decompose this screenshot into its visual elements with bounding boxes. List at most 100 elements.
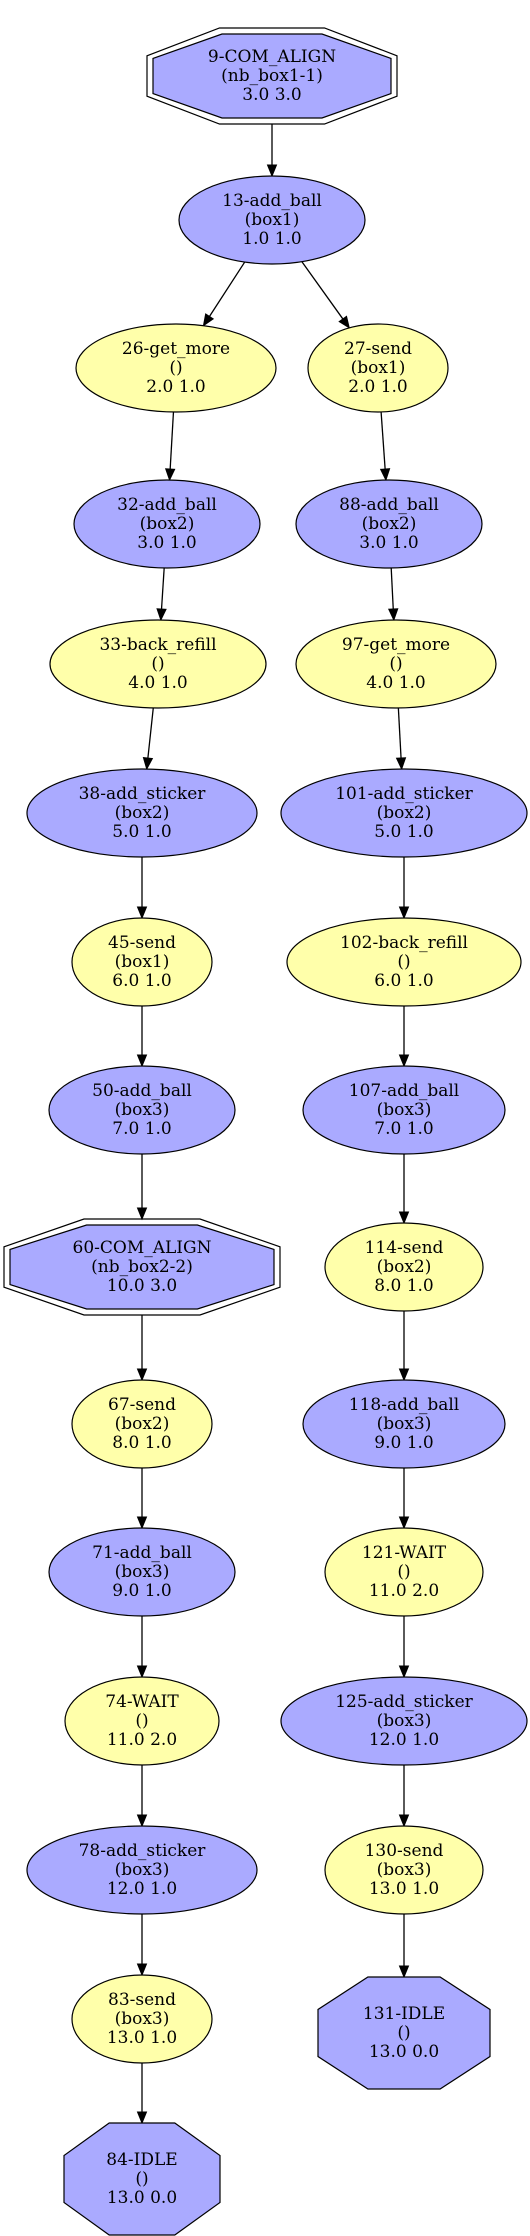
edge-line <box>397 707 402 759</box>
node-label-line-2: (box1) <box>351 358 406 378</box>
node-ellipse <box>280 1676 528 1766</box>
node-label-line-3: 13.0 0.0 <box>369 2042 439 2062</box>
node-n45: 45-send(box1)6.0 1.0 <box>71 917 213 1007</box>
node-n78: 78-add_sticker(box3)12.0 1.0 <box>26 1825 258 1915</box>
node-n50: 50-add_ball(box3)7.0 1.0 <box>48 1065 236 1155</box>
node-n88: 88-add_ball(box2)3.0 1.0 <box>295 479 483 569</box>
node-n118: 118-add_ball(box3)9.0 1.0 <box>302 1379 506 1469</box>
node-label-line-1: 118-add_ball <box>349 1395 459 1415</box>
node-label-line-3: 3.0 1.0 <box>137 533 196 553</box>
node-label-line-2: (box2) <box>115 1414 170 1434</box>
edge-line <box>380 411 386 470</box>
node-octagon-inner <box>9 1224 275 1310</box>
node-label-line-1: 26-get_more <box>122 339 230 359</box>
edge-n33-to-n38 <box>142 707 154 771</box>
node-label-line-3: 11.0 2.0 <box>369 1581 439 1601</box>
arrow-head <box>142 757 154 771</box>
arrow-head <box>266 164 278 178</box>
node-n74: 74-WAIT()11.0 2.0 <box>64 1676 220 1766</box>
node-label-line-2: () <box>135 2169 148 2189</box>
node-label-line-2: (box1) <box>115 952 170 972</box>
node-label-line-1: 83-send <box>108 1990 176 2010</box>
node-label-line-3: 13.0 1.0 <box>107 2028 177 2048</box>
edge-n102-to-n107 <box>398 1006 410 1068</box>
node-label-line-1: 9-COM_ALIGN <box>208 47 336 67</box>
node-ellipse <box>49 619 267 709</box>
node-label-line-1: 38-add_sticker <box>79 784 207 804</box>
edge-n27-to-n88 <box>379 411 391 482</box>
edge-n13-to-n27 <box>301 261 351 329</box>
edge-n45-to-n50 <box>136 1006 148 1068</box>
node-label-line-1: 45-send <box>108 933 176 953</box>
arrow-head <box>136 1054 148 1068</box>
node-label-line-1: 32-add_ball <box>117 495 217 515</box>
arrow-head <box>136 1368 148 1382</box>
node-label-line-2: (box3) <box>377 1100 432 1120</box>
node-label-line-1: 71-add_ball <box>92 1543 192 1563</box>
arrow-head <box>338 315 351 329</box>
arrow-head <box>398 1211 410 1225</box>
arrow-head <box>398 1368 410 1382</box>
node-label-line-2: (box3) <box>115 1860 170 1880</box>
edge-n97-to-n101 <box>395 707 407 771</box>
node-label-line-3: 1.0 1.0 <box>242 229 301 249</box>
node-label-line-2: () <box>397 1562 410 1582</box>
node-label-line-1: 84-IDLE <box>106 2150 177 2170</box>
edges-layer <box>136 124 410 2125</box>
node-octagon-outer <box>146 27 398 125</box>
arrow-head <box>379 468 391 482</box>
node-label-line-2: (nb_box1-1) <box>221 66 323 86</box>
node-n33: 33-back_refill()4.0 1.0 <box>49 619 267 709</box>
arrow-head <box>398 1814 410 1828</box>
node-label-line-1: 27-send <box>344 339 412 359</box>
node-label-line-1: 125-add_sticker <box>335 1692 473 1712</box>
edge-n71-to-n74 <box>136 1616 148 1679</box>
nodes-layer: 9-COM_ALIGN(nb_box1-1)3.0 3.013-add_ball… <box>3 27 528 2236</box>
node-label-line-2: (box3) <box>377 1711 432 1731</box>
node-ellipse <box>295 479 483 569</box>
node-label-line-3: 3.0 1.0 <box>359 533 418 553</box>
node-ellipse <box>26 1825 258 1915</box>
edge-line <box>147 707 154 759</box>
arrow-head <box>136 1516 148 1530</box>
node-label-line-3: 12.0 1.0 <box>107 1879 177 1899</box>
node-label-line-2: (box3) <box>115 2009 170 2029</box>
node-n84: 84-IDLE()13.0 0.0 <box>63 2122 221 2236</box>
node-label-line-1: 131-IDLE <box>363 2004 445 2024</box>
node-ellipse <box>280 768 528 858</box>
node-label-line-2: (box3) <box>115 1562 170 1582</box>
node-label-line-3: 8.0 1.0 <box>374 1276 433 1296</box>
arrow-head <box>136 1814 148 1828</box>
arrow-head <box>398 906 410 920</box>
node-n107: 107-add_ball(box3)7.0 1.0 <box>302 1065 506 1155</box>
node-ellipse <box>64 1676 220 1766</box>
edge-n32-to-n33 <box>156 567 167 622</box>
node-n26: 26-get_more()2.0 1.0 <box>75 323 277 413</box>
edge-n88-to-n97 <box>387 567 399 622</box>
edge-n74-to-n78 <box>136 1765 148 1828</box>
node-label-line-3: 7.0 1.0 <box>112 1119 171 1139</box>
arrow-head <box>136 1207 148 1221</box>
node-label-line-3: 8.0 1.0 <box>112 1433 171 1453</box>
node-label-line-3: 10.0 3.0 <box>107 1276 177 1296</box>
node-label-line-1: 60-COM_ALIGN <box>73 1238 212 1258</box>
edge-n118-to-n121 <box>398 1468 410 1530</box>
node-ellipse <box>75 323 277 413</box>
node-n38: 38-add_sticker(box2)5.0 1.0 <box>26 768 258 858</box>
node-ellipse <box>71 1974 213 2064</box>
node-label-line-3: 7.0 1.0 <box>374 1119 433 1139</box>
node-label-line-3: 4.0 1.0 <box>128 673 187 693</box>
node-label-line-3: 6.0 1.0 <box>374 971 433 991</box>
edge-n101-to-n102 <box>398 857 410 920</box>
node-label-line-3: 9.0 1.0 <box>374 1433 433 1453</box>
node-ellipse <box>286 917 522 1007</box>
node-ellipse <box>302 1379 506 1469</box>
node-label-line-1: 50-add_ball <box>92 1081 192 1101</box>
node-n97: 97-get_more()4.0 1.0 <box>295 619 497 709</box>
node-label-line-3: 6.0 1.0 <box>112 971 171 991</box>
node-ellipse <box>71 917 213 1007</box>
node-label-line-1: 114-send <box>365 1238 444 1258</box>
node-n27: 27-send(box1)2.0 1.0 <box>307 323 449 413</box>
node-n114: 114-send(box2)8.0 1.0 <box>324 1222 484 1312</box>
node-label-line-1: 33-back_refill <box>99 635 216 655</box>
